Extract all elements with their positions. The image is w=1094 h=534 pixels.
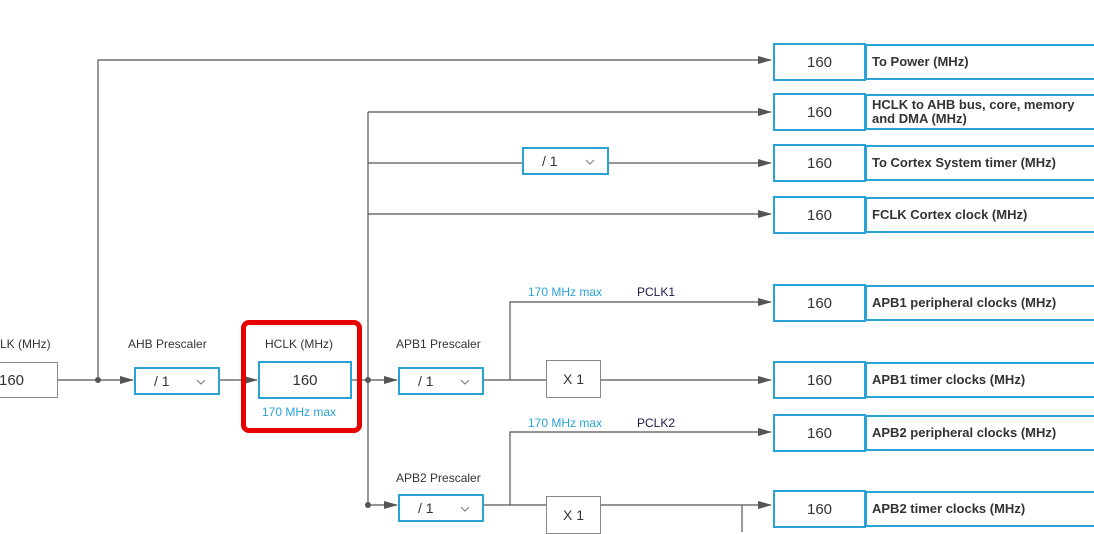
apb1-prescaler-value: / 1 [418, 373, 434, 389]
output-power-value[interactable]: 160 [773, 43, 866, 81]
apb2-prescaler-select[interactable]: / 1 [398, 494, 484, 522]
apb1-prescaler-select[interactable]: / 1 [398, 367, 484, 395]
output-cortex-timer-label: To Cortex System timer (MHz) [865, 145, 1094, 181]
apb2-prescaler-label: APB2 Prescaler [396, 471, 481, 485]
apb1-prescaler-label: APB1 Prescaler [396, 337, 481, 351]
source-label: LK (MHz) [0, 337, 51, 351]
junction-input [95, 377, 101, 383]
output-cortex-timer-value[interactable]: 160 [773, 144, 866, 182]
output-apb2-periph-value[interactable]: 160 [773, 414, 866, 452]
wire-to-apb2-periph [484, 428, 772, 506]
output-ahb-bus-label: HCLK to AHB bus, core, memory and DMA (M… [865, 94, 1094, 130]
chevron-down-icon [585, 159, 595, 165]
pclk2-label: PCLK2 [637, 416, 676, 430]
chevron-down-icon [460, 379, 470, 385]
hclk-value-field[interactable]: 160 [258, 361, 352, 399]
output-apb1-timer-value[interactable]: 160 [773, 361, 866, 399]
output-fclk-label: FCLK Cortex clock (MHz) [865, 197, 1094, 233]
systick-divider-select[interactable]: / 1 [522, 147, 609, 175]
output-fclk-value[interactable]: 160 [773, 196, 866, 234]
source-value-field[interactable]: 160 [0, 362, 58, 398]
ahb-prescaler-value: / 1 [154, 373, 170, 389]
output-apb2-periph-label: APB2 peripheral clocks (MHz) [865, 415, 1094, 451]
chevron-down-icon [460, 506, 470, 512]
junction-hclk [365, 377, 371, 383]
hclk-label: HCLK (MHz) [265, 337, 333, 351]
output-apb1-timer-label: APB1 timer clocks (MHz) [865, 362, 1094, 398]
output-apb2-timer-value[interactable]: 160 [773, 490, 866, 528]
wire-to-apb1-periph [484, 298, 772, 381]
chevron-down-icon [196, 379, 206, 385]
output-apb1-periph-value[interactable]: 160 [773, 284, 866, 322]
wire-to-power [97, 56, 772, 380]
junction-apb2 [365, 502, 371, 508]
apb1-timer-multiplier: X 1 [546, 360, 601, 398]
apb2-max-note: 170 MHz max [528, 416, 603, 430]
ahb-prescaler-label: AHB Prescaler [128, 337, 207, 351]
systick-divider-value: / 1 [542, 153, 558, 169]
output-apb1-periph-label: APB1 peripheral clocks (MHz) [865, 285, 1094, 321]
pclk1-label: PCLK1 [637, 285, 676, 299]
hclk-highlight-frame [241, 320, 362, 433]
ahb-prescaler-select[interactable]: / 1 [134, 367, 220, 395]
output-apb2-timer-label: APB2 timer clocks (MHz) [865, 491, 1094, 527]
hclk-max-note: 170 MHz max [262, 405, 337, 419]
output-power-label: To Power (MHz) [865, 44, 1094, 80]
apb2-prescaler-value: / 1 [418, 500, 434, 516]
apb1-max-note: 170 MHz max [528, 285, 603, 299]
output-ahb-bus-value[interactable]: 160 [773, 93, 866, 131]
apb2-timer-multiplier: X 1 [546, 496, 601, 534]
